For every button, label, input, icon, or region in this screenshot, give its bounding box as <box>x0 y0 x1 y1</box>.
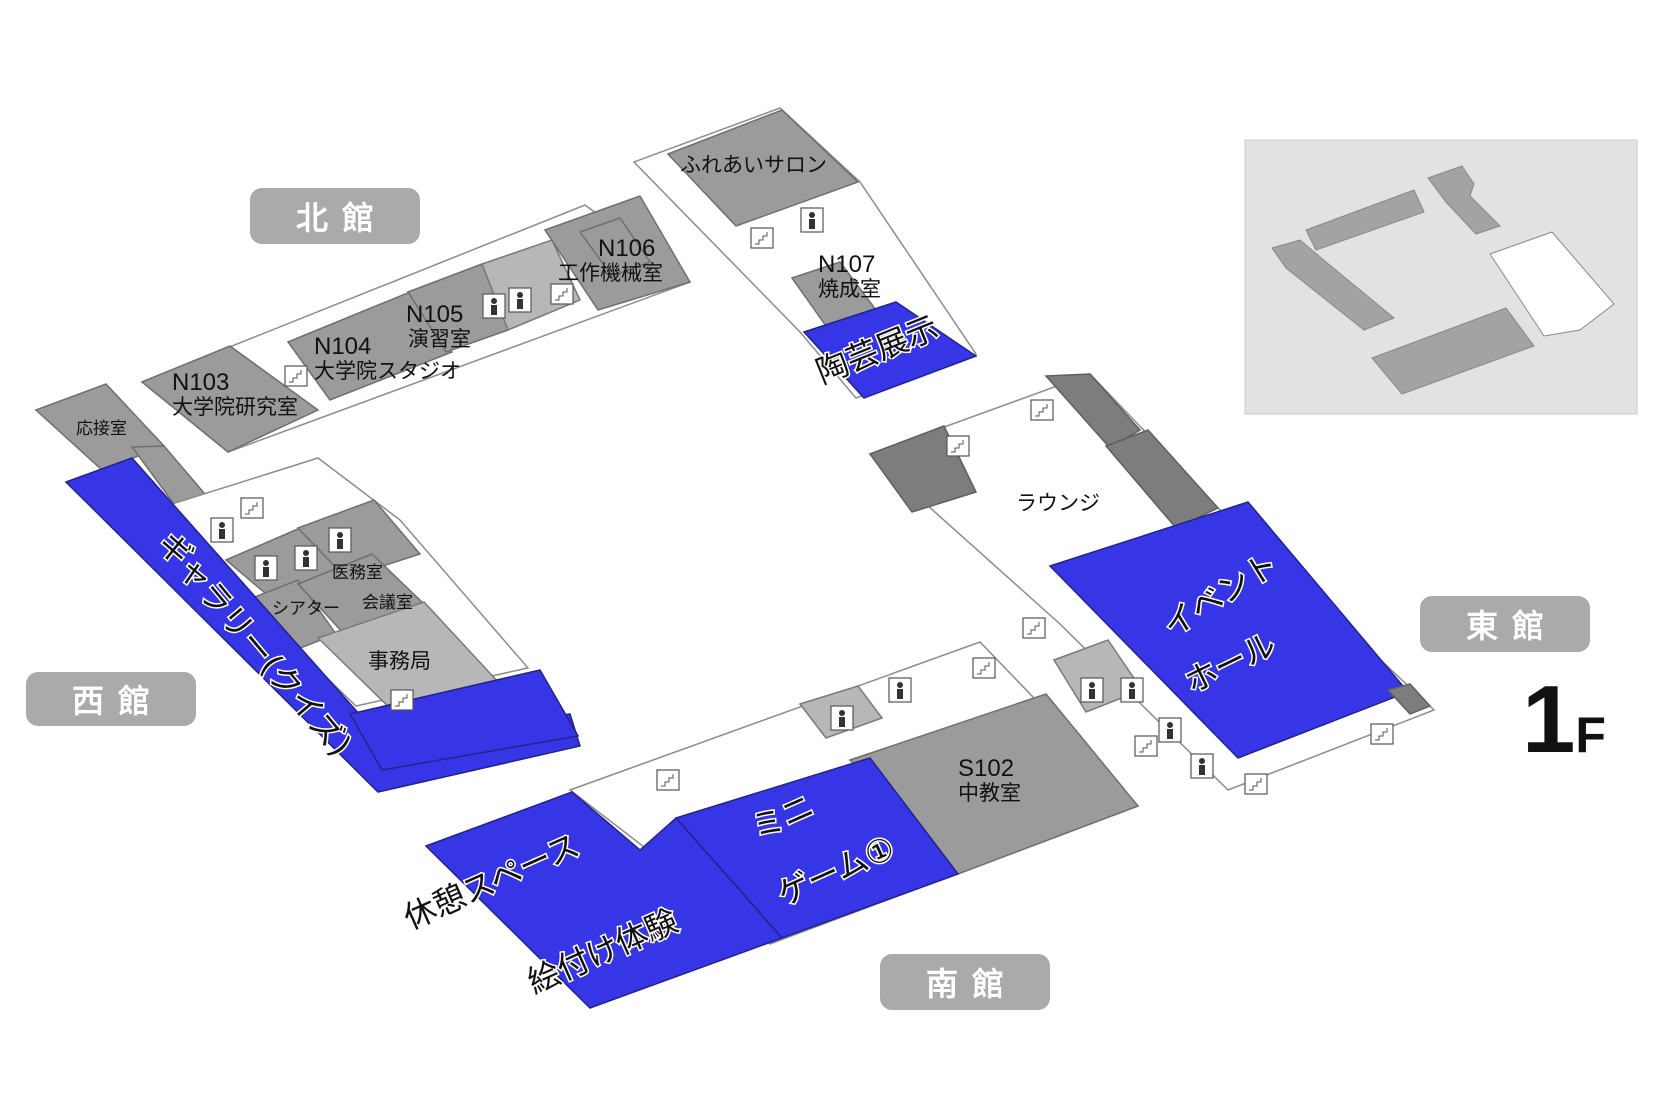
stairs-icon <box>1022 617 1046 639</box>
east-building-badge: 東館 <box>1420 596 1590 652</box>
elevator-icon <box>390 689 414 711</box>
stairs-icon <box>284 365 308 387</box>
restroom-icon <box>210 517 234 543</box>
elevator-icon <box>1080 677 1104 703</box>
stairs-icon <box>1030 399 1054 421</box>
restroom-icon <box>254 555 278 581</box>
north-wing <box>140 195 692 453</box>
salon-label: ふれあいサロン <box>680 154 827 177</box>
n107-name: 焼成室 <box>818 278 881 301</box>
stairs-icon <box>656 769 680 791</box>
n105-name: 演習室 <box>408 328 471 351</box>
s102-name: 中教室 <box>958 782 1021 805</box>
floor-suffix: F <box>1575 707 1606 763</box>
restroom-icon <box>482 293 506 319</box>
n103-name: 大学院研究室 <box>172 396 298 419</box>
n105-code: N105 <box>406 301 463 328</box>
floor-number: 1 <box>1522 666 1576 773</box>
n104-name: 大学院スタジオ <box>314 360 461 383</box>
n107-code: N107 <box>818 251 875 278</box>
n106-name: 工作機械室 <box>558 262 663 285</box>
stairs-icon <box>972 657 996 679</box>
stairs-icon <box>240 497 264 519</box>
stairs-icon <box>946 435 970 457</box>
n104-code: N104 <box>314 333 371 360</box>
north-building-badge: 北館 <box>250 188 420 244</box>
restroom-icon <box>508 287 532 313</box>
stairs-icon <box>1134 735 1158 757</box>
office-label: 事務局 <box>368 650 431 673</box>
n103-code: N103 <box>172 369 229 396</box>
stairs-icon <box>750 227 774 249</box>
stairs-icon <box>550 283 574 305</box>
northeast-wing <box>632 107 978 399</box>
theater-label: シアター <box>272 599 340 618</box>
medical-label: 医務室 <box>332 563 383 582</box>
accessible-restroom-icon <box>1120 677 1144 703</box>
lounge-label: ラウンジ <box>1016 492 1100 515</box>
restroom-icon <box>1158 717 1182 743</box>
west-building-badge: 西館 <box>26 672 196 726</box>
restroom-icon <box>1190 753 1214 779</box>
restroom-icon <box>328 527 352 553</box>
south-wing <box>424 641 1140 1009</box>
stairs-icon <box>1244 773 1268 795</box>
s102-code: S102 <box>958 755 1014 782</box>
west-wing <box>34 383 581 793</box>
n106-code: N106 <box>598 235 655 262</box>
restroom-icon <box>830 705 854 731</box>
floor-indicator: 1F <box>1522 672 1606 768</box>
minimap <box>1244 139 1638 415</box>
south-building-badge: 南館 <box>880 954 1050 1010</box>
restroom-icon <box>888 677 912 703</box>
restroom-icon <box>800 207 824 233</box>
accessible-restroom-icon <box>294 545 318 571</box>
meeting-label: 会議室 <box>362 593 413 612</box>
reception-label: 応接室 <box>76 419 127 438</box>
stairs-icon <box>1370 723 1394 745</box>
